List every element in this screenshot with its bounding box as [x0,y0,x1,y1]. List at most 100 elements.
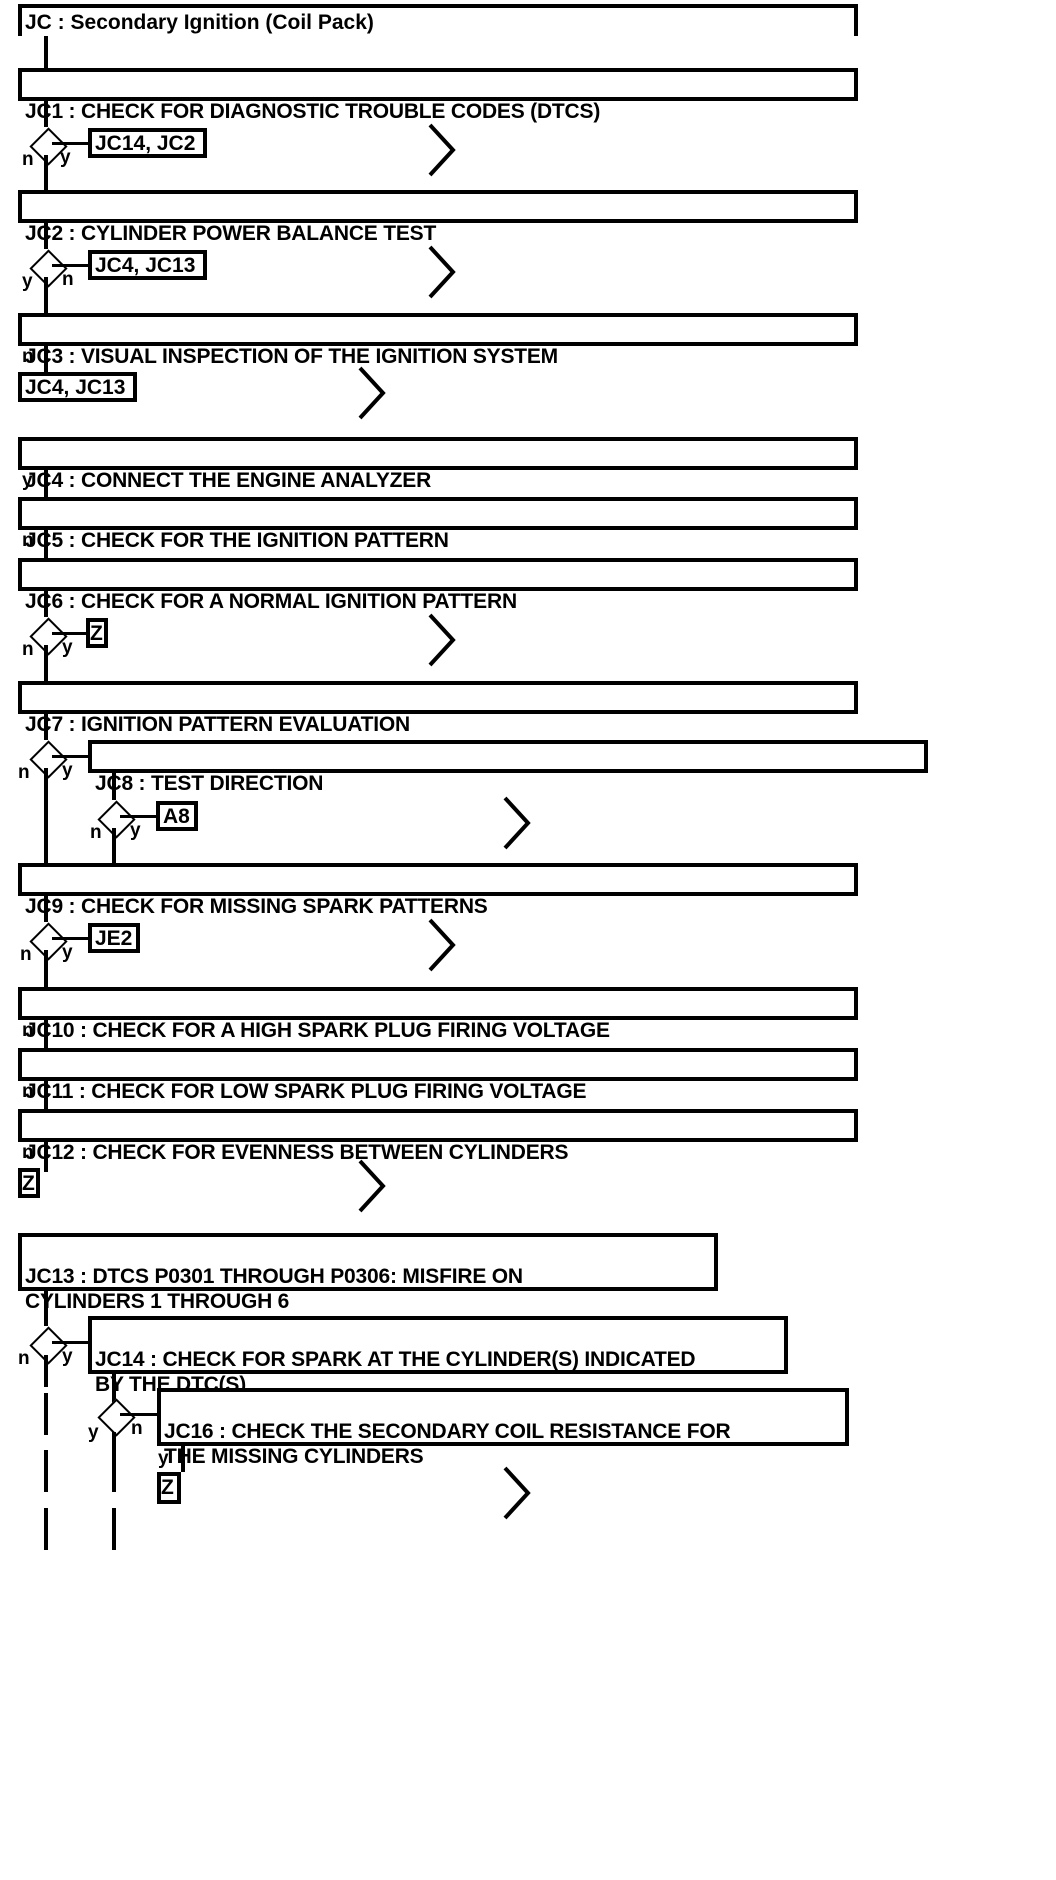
page-title: JC : Secondary Ignition (Coil Pack) [25,11,374,34]
connector-jc8-to-decision-a8 [112,773,116,800]
connector-decision1-to-jc2 [44,155,48,193]
offpage-chevron-jc12 [355,1158,389,1214]
branch-label-jc2-no: n [62,269,74,290]
branch-label-jc1-no: n [22,149,34,170]
step-jc11-label: JC11 : CHECK FOR LOW SPARK PLUG FIRING V… [25,1080,587,1103]
connector-decision2-to-ref-jc4-jc13-a [52,264,88,267]
connector-jc2-to-decision2 [44,223,48,249]
step-jc5-label: JC5 : CHECK FOR THE IGNITION PATTERN [25,529,449,552]
step-jc7[interactable]: JC7 : IGNITION PATTERN EVALUATION [18,681,858,736]
step-jc6[interactable]: JC6 : CHECK FOR A NORMAL IGNITION PATTER… [18,558,858,613]
branch-label-jc9-yes: y [62,942,73,963]
branch-label-jc4-yes: y [22,470,33,491]
branch-label-jc10-no: n [22,1020,34,1041]
connector-trunk-dash-left-1 [44,1355,48,1387]
connector-jc12-to-ref-z2 [44,1142,48,1172]
ref-je2[interactable]: JE2 [88,923,140,953]
connector-decision6-to-jc7 [44,645,48,683]
step-jc8[interactable]: JC8 : TEST DIRECTION [88,740,928,795]
ref-jc14-jc2-label: JC14, JC2 [95,132,196,155]
ref-z-middle[interactable]: Z [18,1168,40,1198]
connector-decision1-to-ref-jc14-jc2 [52,142,88,145]
ref-z-middle-label: Z [22,1172,35,1195]
step-jc13[interactable]: JC13 : DTCS P0301 THROUGH P0306: MISFIRE… [18,1233,718,1313]
step-jc14-label: JC14 : CHECK FOR SPARK AT THE CYLINDER(S… [95,1348,696,1396]
connector-jc13-to-decision13 [44,1291,48,1326]
step-jc3[interactable]: JC3 : VISUAL INSPECTION OF THE IGNITION … [18,313,858,368]
offpage-chevron-jc9 [425,917,459,973]
connector-jc7-to-decision7 [44,714,48,740]
offpage-chevron-jc1 [425,122,459,178]
connector-trunk-dash-mid-1 [112,1432,116,1492]
branch-label-jc7-no: n [18,762,30,783]
step-jc4[interactable]: JC4 : CONNECT THE ENGINE ANALYZER [18,437,858,492]
offpage-chevron-jc3 [355,365,389,421]
branch-label-jc12-no: n [22,1142,34,1163]
connector-trunk-dash-left-4 [44,1508,48,1550]
connector-decision9-to-ref-je2 [52,937,88,940]
connector-decision-jc16-to-jc16 [120,1413,158,1416]
branch-label-jc7-yes: y [62,760,73,781]
connector-decision6-to-ref-z1 [52,632,86,635]
step-jc12-label: JC12 : CHECK FOR EVENNESS BETWEEN CYLIND… [25,1141,569,1164]
connector-trunk-dash-left-3 [44,1450,48,1492]
step-jc8-label: JC8 : TEST DIRECTION [95,772,324,795]
step-jc12[interactable]: JC12 : CHECK FOR EVENNESS BETWEEN CYLIND… [18,1109,858,1164]
branch-label-jc16-down-yes: y [158,1448,169,1469]
ref-jc4-jc13-lower-label: JC4, JC13 [25,376,126,399]
branch-label-jc5-no: n [22,530,34,551]
step-jc14[interactable]: JC14 : CHECK FOR SPARK AT THE CYLINDER(S… [88,1316,788,1396]
ref-je2-label: JE2 [95,927,133,950]
step-jc11[interactable]: JC11 : CHECK FOR LOW SPARK PLUG FIRING V… [18,1048,858,1103]
connector-decision7-to-jc8 [52,755,90,758]
step-jc2[interactable]: JC2 : CYLINDER POWER BALANCE TEST [18,190,858,245]
branch-label-jc9-no: n [20,944,32,965]
branch-label-jc3-no: n [22,346,34,367]
branch-label-jc6-yes: y [62,637,73,658]
step-jc2-label: JC2 : CYLINDER POWER BALANCE TEST [25,222,437,245]
ref-a8[interactable]: A8 [156,801,198,831]
branch-label-jc1-yes: y [60,147,71,168]
offpage-chevron-jc2 [425,244,459,300]
step-jc1-label: JC1 : CHECK FOR DIAGNOSTIC TROUBLE CODES… [25,100,601,123]
branch-label-a8-yes: y [130,820,141,841]
ref-jc4-jc13-upper[interactable]: JC4, JC13 [88,250,207,280]
connector-title-to-jc1 [44,36,48,68]
ref-jc4-jc13-lower[interactable]: JC4, JC13 [18,372,137,402]
branch-label-jc11-no: n [22,1081,34,1102]
step-jc9-label: JC9 : CHECK FOR MISSING SPARK PATTERNS [25,895,488,918]
connector-jc16-to-ref-z3 [181,1446,185,1472]
step-jc1[interactable]: JC1 : CHECK FOR DIAGNOSTIC TROUBLE CODES… [18,68,858,123]
connector-decision9-to-jc10 [44,950,48,988]
diagram-title-box: JC : Secondary Ignition (Coil Pack) [18,4,858,36]
step-jc4-label: JC4 : CONNECT THE ENGINE ANALYZER [25,469,432,492]
branch-label-jc16-no: n [131,1418,143,1439]
connector-jc3-to-ref [44,346,48,372]
connector-decision-a8-to-ref-a8 [120,815,156,818]
step-jc9[interactable]: JC9 : CHECK FOR MISSING SPARK PATTERNS [18,863,858,918]
connector-jc10-to-jc11 [44,1020,48,1048]
connector-jc6-to-decision6 [44,591,48,617]
step-jc5[interactable]: JC5 : CHECK FOR THE IGNITION PATTERN [18,497,858,552]
connector-jc11-to-jc12 [44,1081,48,1109]
offpage-chevron-a8 [500,795,534,851]
branch-label-jc16-yes: y [88,1422,99,1443]
ref-jc14-jc2[interactable]: JC14, JC2 [88,128,207,158]
step-jc7-label: JC7 : IGNITION PATTERN EVALUATION [25,713,411,736]
step-jc13-label: JC13 : DTCS P0301 THROUGH P0306: MISFIRE… [25,1265,523,1313]
step-jc16-label: JC16 : CHECK THE SECONDARY COIL RESISTAN… [164,1420,731,1468]
ref-z-lower[interactable]: Z [157,1472,181,1504]
step-jc3-label: JC3 : VISUAL INSPECTION OF THE IGNITION … [25,345,558,368]
ref-z-upper[interactable]: Z [86,618,108,648]
ref-a8-label: A8 [163,805,190,828]
connector-decision13-to-jc14 [52,1341,90,1344]
branch-label-jc2-yes: y [22,271,33,292]
ref-z-upper-label: Z [90,622,103,645]
step-jc10-label: JC10 : CHECK FOR A HIGH SPARK PLUG FIRIN… [25,1019,610,1042]
step-jc16[interactable]: JC16 : CHECK THE SECONDARY COIL RESISTAN… [157,1388,849,1468]
step-jc10[interactable]: JC10 : CHECK FOR A HIGH SPARK PLUG FIRIN… [18,987,858,1042]
branch-label-a8-no: n [90,822,102,843]
ref-z-lower-label: Z [161,1476,174,1499]
offpage-chevron-jc6 [425,612,459,668]
